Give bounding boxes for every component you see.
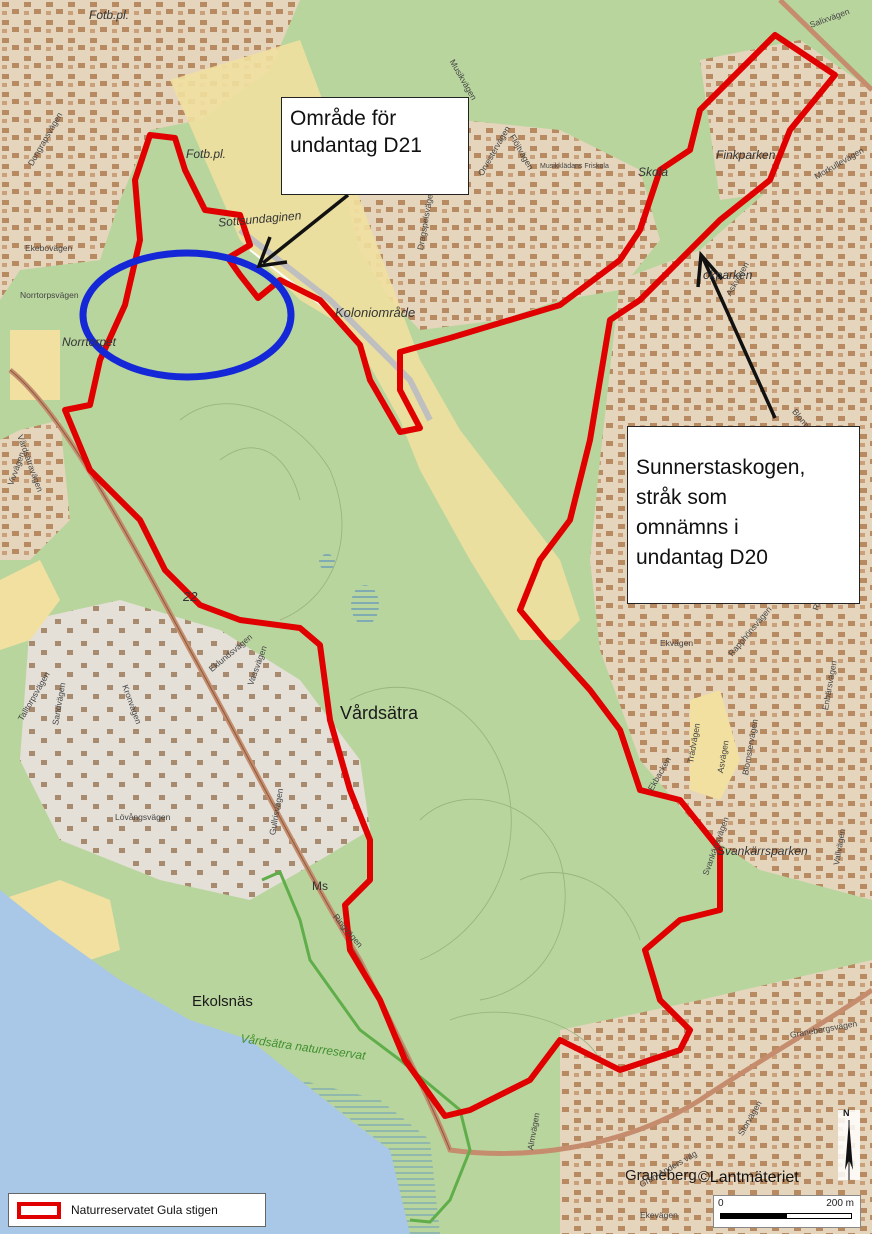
callout-d20-line-3: omnämns i	[636, 516, 739, 539]
label-ms: Ms	[312, 879, 328, 893]
label-koloniomrade: Koloniområde	[335, 305, 416, 320]
label-fotb-mid: Fotb.pl.	[186, 147, 227, 161]
legend-reserve-label: Naturreservatet Gula stigen	[71, 1203, 218, 1217]
label-finkparken: Finkparken	[716, 148, 776, 162]
copyright-text: ©Lantmäteriet	[698, 1169, 799, 1186]
legend-reserve-swatch	[17, 1202, 61, 1219]
field-strip-diagonal	[170, 40, 580, 640]
scale-zero-label: 0	[718, 1198, 724, 1209]
map-legend: Naturreservatet Gula stigen	[8, 1193, 266, 1227]
north-arrow-icon	[838, 1110, 860, 1180]
callout-d21-line-1: Område för	[290, 107, 397, 130]
label-skola: Skola	[638, 165, 669, 179]
label-svankarrsparken: Svankärrsparken	[717, 844, 808, 858]
d21-arrow	[256, 193, 350, 269]
label-graneberg: Graneberg	[625, 1167, 697, 1184]
contour-lines	[179, 403, 641, 1061]
label-norrtorpet: Norrtorpet	[62, 335, 117, 349]
scale-bar-black-segment	[720, 1213, 786, 1219]
residential-area-west	[0, 420, 70, 560]
label-fotb-top: Fotb.pl.	[89, 8, 130, 22]
field-w	[0, 560, 60, 650]
callout-d20: Sunnerstaskogen, stråk som omnämns i und…	[627, 426, 860, 604]
callout-d20-line-1: Sunnerstaskogen,	[636, 456, 806, 479]
d20-arrow	[696, 250, 777, 419]
callout-d21-line-2: undantag D21	[290, 134, 422, 157]
callout-d20-line-4: undantag D20	[636, 546, 768, 569]
street-lovangsvagen: Lövångsvägen	[115, 812, 171, 822]
field-east	[690, 690, 740, 800]
street-ekebovagen: Ekebovägen	[25, 243, 73, 253]
callout-d20-line-2: stråk som	[636, 486, 728, 509]
field-nw	[10, 330, 60, 400]
lake-water	[0, 890, 410, 1234]
label-vardsatra: Vårdsätra	[340, 703, 419, 723]
callout-d21: Område för undantag D21	[281, 97, 469, 195]
label-okparken: okparken	[703, 268, 753, 282]
d21-highlight-ellipse[interactable]	[79, 249, 295, 381]
pond-hatch-2	[319, 554, 335, 570]
gula-stigen-reserve-boundary[interactable]	[62, 32, 838, 1119]
street-ekevagen: Ekevägen	[640, 1210, 678, 1220]
scale-bar-white-segment	[786, 1213, 852, 1219]
street-norrtorpsvagen: Norrtorpsvägen	[20, 290, 79, 300]
scale-bar: 0 200 m	[713, 1195, 861, 1228]
residential-area-south	[560, 960, 872, 1234]
vardsatra-reserve-boundary	[261, 870, 472, 1224]
label-musikskola: Musikklädans Friskola	[540, 163, 609, 170]
scale-max-label: 200 m	[826, 1198, 854, 1209]
north-label: N	[843, 1108, 850, 1118]
label-ekolsnas: Ekolsnäs	[192, 993, 253, 1010]
street-ekvagen: Ekvägen	[660, 638, 694, 648]
pond-hatch-1	[351, 585, 379, 625]
label-22: 22	[183, 589, 198, 604]
wetland-shore	[300, 1080, 440, 1234]
